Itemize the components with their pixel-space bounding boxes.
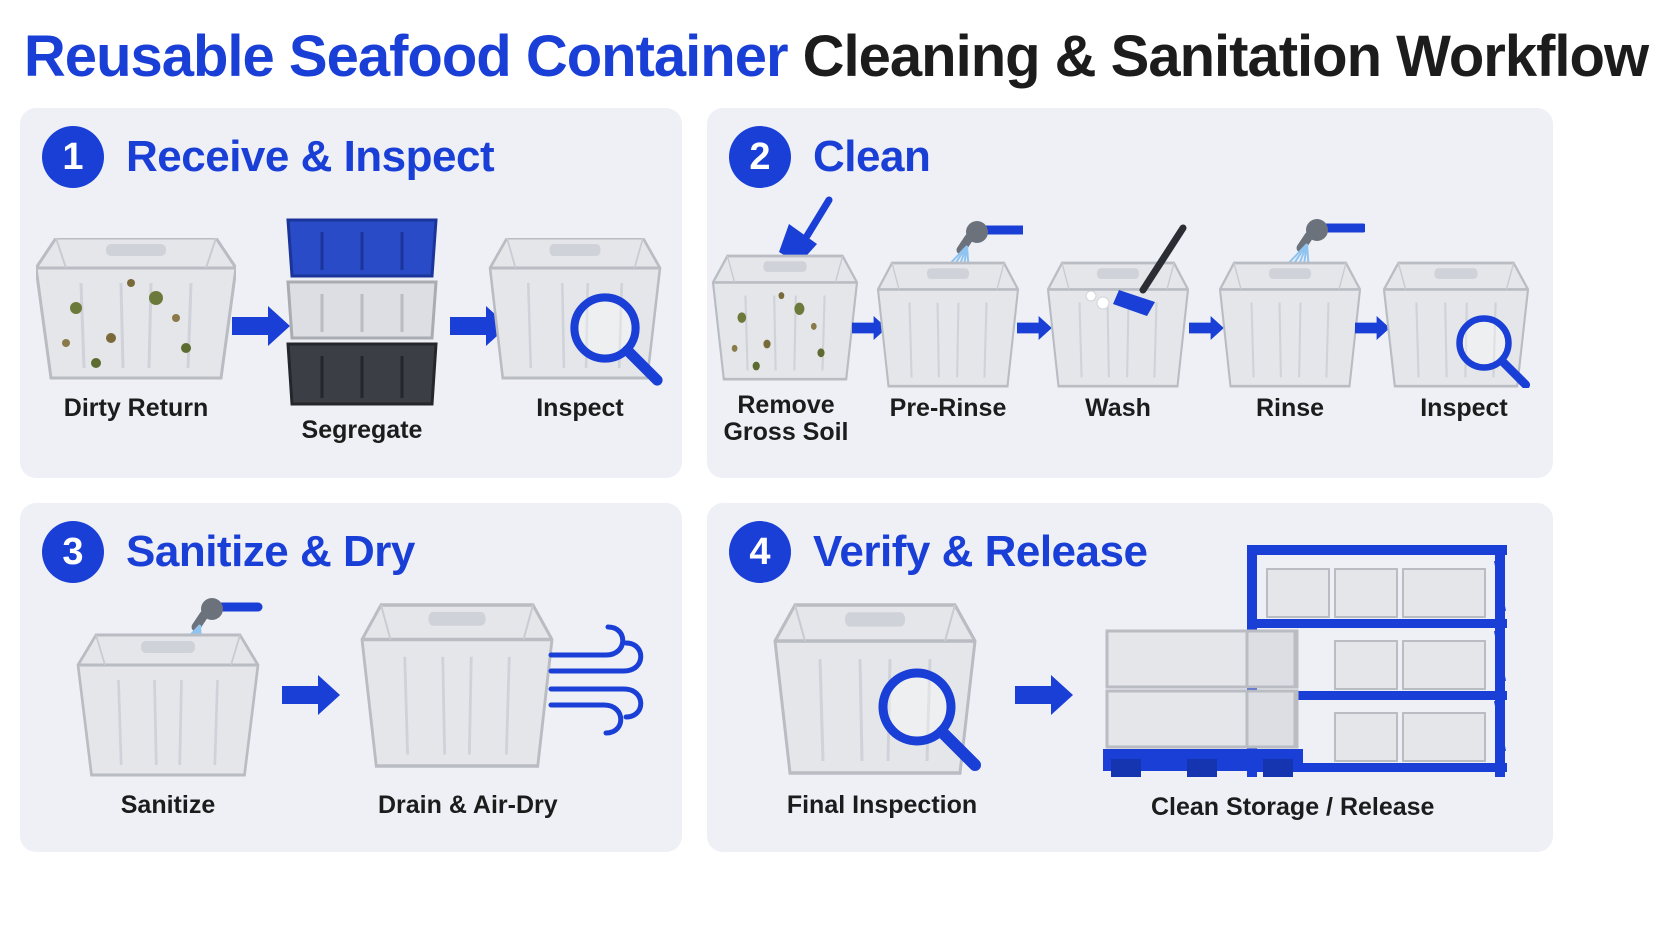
panel-sanitize-dry: 3 Sanitize & Dry Sanitize Drain & Air-Dr… xyxy=(20,503,682,852)
rinse-icon xyxy=(1218,208,1365,388)
final-inspection-icon xyxy=(773,603,997,775)
panel-title: Verify & Release xyxy=(813,527,1148,576)
step-label: Dirty Return xyxy=(63,394,209,422)
step-final-inspection: Final Inspection xyxy=(767,595,997,820)
panel-header: 4 Verify & Release xyxy=(729,521,1148,583)
step-label: Inspect xyxy=(1420,394,1508,422)
inspect-crate-icon xyxy=(1382,261,1549,388)
step-number-badge: 3 xyxy=(42,521,104,583)
stacked-crates-icon xyxy=(286,218,438,406)
step-rinse: Rinse xyxy=(1215,208,1365,423)
step-clean-storage-release: Clean Storage / Release xyxy=(1097,541,1527,822)
panel-verify-release: 4 Verify & Release Final Inspection xyxy=(707,503,1553,852)
step-label: Final Inspection xyxy=(786,791,978,819)
wind-icon xyxy=(548,624,644,736)
scoop-soil-icon xyxy=(711,196,859,381)
step-number-badge: 2 xyxy=(729,126,791,188)
step-label: Segregate xyxy=(301,416,423,444)
step-inspect-clean: Inspect xyxy=(1379,208,1549,423)
step-drain-air-dry: Drain & Air-Dry xyxy=(356,585,646,820)
step-inspect: Inspect xyxy=(480,238,680,423)
step-pre-rinse: Pre-Rinse xyxy=(873,208,1023,423)
panel-clean: 2 Clean Remove Gross Soil Pre-Rinse Wash xyxy=(707,108,1553,478)
panel-header: 3 Sanitize & Dry xyxy=(42,521,415,583)
wash-brush-icon xyxy=(1046,224,1190,388)
step-label: Remove Gross Soil xyxy=(723,391,849,446)
step-segregate: Segregate xyxy=(282,212,442,445)
step-label: Inspect xyxy=(536,394,624,422)
panel-receive-inspect: 1 Receive & Inspect Dirty Return Segrega… xyxy=(20,108,682,478)
step-label: Rinse xyxy=(1255,394,1325,422)
step-label: Wash xyxy=(1085,394,1151,422)
step-wash: Wash xyxy=(1043,208,1193,423)
step-dirty-return: Dirty Return xyxy=(36,238,236,423)
panel-header: 2 Clean xyxy=(729,126,931,188)
panel-header: 1 Receive & Inspect xyxy=(42,126,495,188)
sanitize-spray-icon xyxy=(76,585,268,777)
step-remove-gross-soil: Remove Gross Soil xyxy=(711,196,861,446)
title-part-1: Reusable Seafood Container xyxy=(23,24,789,89)
arrow-icon xyxy=(282,675,340,715)
panel-title: Sanitize & Dry xyxy=(126,527,415,576)
air-dry-icon xyxy=(360,603,644,768)
step-label: Drain & Air-Dry xyxy=(378,791,558,819)
step-number-badge: 1 xyxy=(42,126,104,188)
panel-title: Receive & Inspect xyxy=(126,132,495,181)
arrow-icon xyxy=(1015,675,1073,715)
shelving-rack-icon xyxy=(1247,545,1507,777)
dirty-crate-icon xyxy=(36,238,236,380)
storage-rack-pallet-icon xyxy=(1103,545,1507,777)
page-title: Reusable Seafood Container Cleaning & Sa… xyxy=(0,22,1672,92)
step-label: Sanitize xyxy=(120,791,216,819)
inspect-crate-icon xyxy=(488,238,680,388)
step-label: Pre-Rinse xyxy=(889,394,1007,422)
step-label: Clean Storage / Release xyxy=(1151,793,1435,821)
step-number-badge: 4 xyxy=(729,521,791,583)
pallet-crates-icon xyxy=(1103,629,1303,777)
title-part-2: Cleaning & Sanitation Workflow xyxy=(802,24,1649,89)
pre-rinse-icon xyxy=(876,208,1023,388)
step-sanitize: Sanitize xyxy=(68,585,268,820)
panel-title: Clean xyxy=(813,132,931,181)
